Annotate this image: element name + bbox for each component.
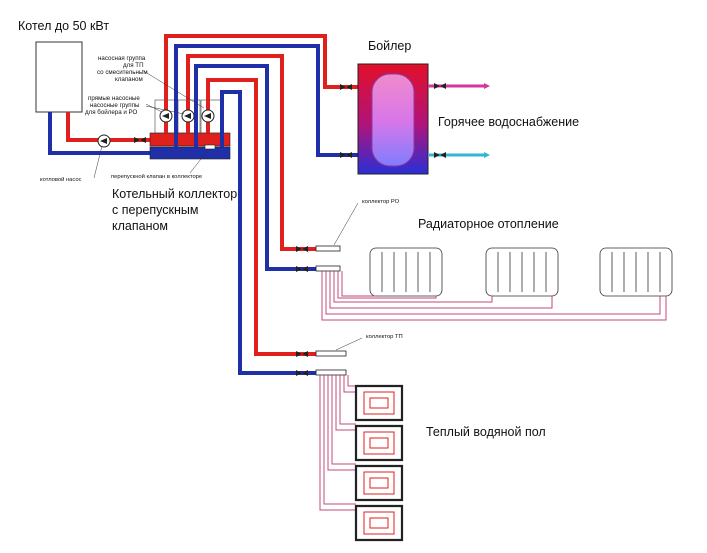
boiler-unit [35, 41, 83, 113]
floor-loop-2 [354, 424, 404, 462]
collector-supply-bar [149, 132, 231, 147]
collector-ro-top [315, 245, 341, 252]
boiler-pump [97, 134, 111, 148]
direct-pump-groups-label-1: прямые насосные [88, 95, 140, 102]
radiator-3 [599, 247, 673, 297]
collector-ro-bottom [315, 265, 341, 272]
tank-supply-pipe [164, 34, 358, 133]
direct-pump-groups-label-2: насосные группы [90, 102, 140, 109]
collector-ro-label: коллектор РО [362, 199, 400, 205]
radiator-heating-label: Радиаторное отопление [418, 217, 559, 231]
boiler-collector-label-2: с перепускным [112, 203, 198, 217]
floor-loop-4 [354, 504, 404, 542]
boiler-tank-inner [371, 73, 415, 167]
collector-tp-label: коллектор ТП [366, 334, 403, 340]
pump-icon-3 [201, 109, 215, 123]
boiler-supply-pipe [66, 112, 150, 142]
hot-water-label: Горячее водоснабжение [438, 115, 579, 129]
radiator-1 [369, 247, 443, 297]
floor-loop-1 [354, 384, 404, 422]
floor-loop-1-inner [363, 391, 395, 415]
pump-group-tp-label-2: для ТП [123, 62, 144, 69]
radiator-thin-pipes [321, 271, 667, 321]
floor-loop-2-inner [363, 431, 395, 455]
boiler-return-pipe [48, 112, 150, 155]
floor-supply-pipe [206, 78, 326, 356]
collector-return-bar [149, 146, 231, 160]
pump-icon-2 [181, 109, 195, 123]
boiler-title: Котел до 50 кВт [18, 19, 109, 33]
floor-loop-4-inner [363, 511, 395, 535]
radiator-return-pipe [194, 64, 330, 271]
boiler-collector-label-3: клапаном [112, 219, 168, 233]
bypass-valve-label: перепускной клапан в коллекторе [111, 173, 202, 180]
boiler-pump-label: котловой насос [40, 176, 82, 183]
valve-icons [134, 84, 352, 376]
floor-heating-label: Теплый водяной пол [426, 425, 546, 439]
collector-tp-top [315, 350, 347, 357]
pump-group-tp-label-4: клапаном [115, 76, 143, 83]
direct-pump-groups-label-3: для бойлера и РО [85, 109, 138, 116]
pump-group-tp-label-3: со смесительным [97, 69, 148, 76]
floor-loop-3-inner [363, 471, 395, 495]
boiler-collector-label-1: Котельный коллектор [112, 187, 237, 201]
bypass-valve [204, 144, 216, 150]
floor-return-pipe [220, 90, 326, 375]
collector-tp-bottom [315, 369, 347, 376]
radiator-2 [485, 247, 559, 297]
boiler-tank-title: Бойлер [368, 39, 411, 53]
pump-group-tp-label-1: насосная группа [98, 55, 146, 62]
floor-loop-3 [354, 464, 404, 502]
floor-thin-pipes [319, 375, 356, 511]
tank-return-pipe [174, 44, 358, 157]
